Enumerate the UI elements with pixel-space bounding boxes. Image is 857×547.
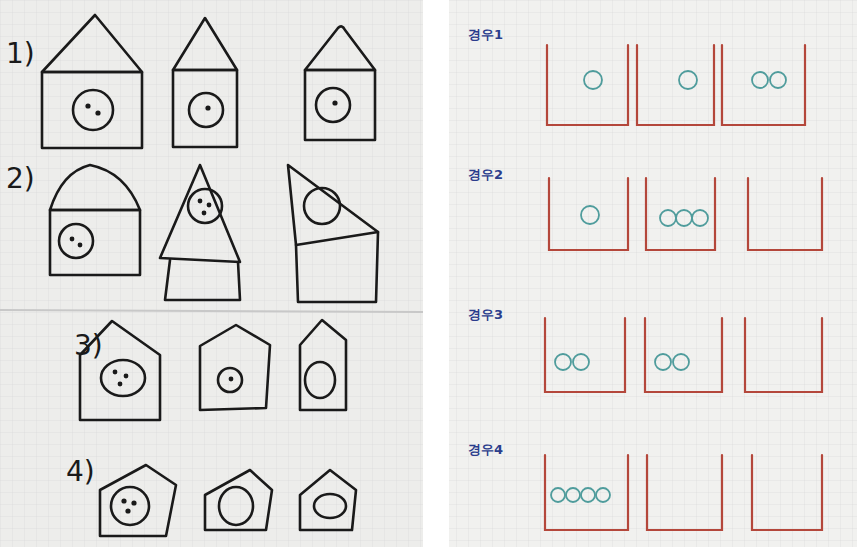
row-number: 3) <box>74 332 103 360</box>
row-number: 1) <box>6 40 35 68</box>
case-label: 경우3 <box>468 308 503 321</box>
case-label: 경우1 <box>468 28 503 41</box>
row-number: 4) <box>66 458 95 486</box>
row-number: 2) <box>6 165 35 193</box>
case-label: 경우4 <box>468 443 503 456</box>
case-label: 경우2 <box>468 168 503 181</box>
